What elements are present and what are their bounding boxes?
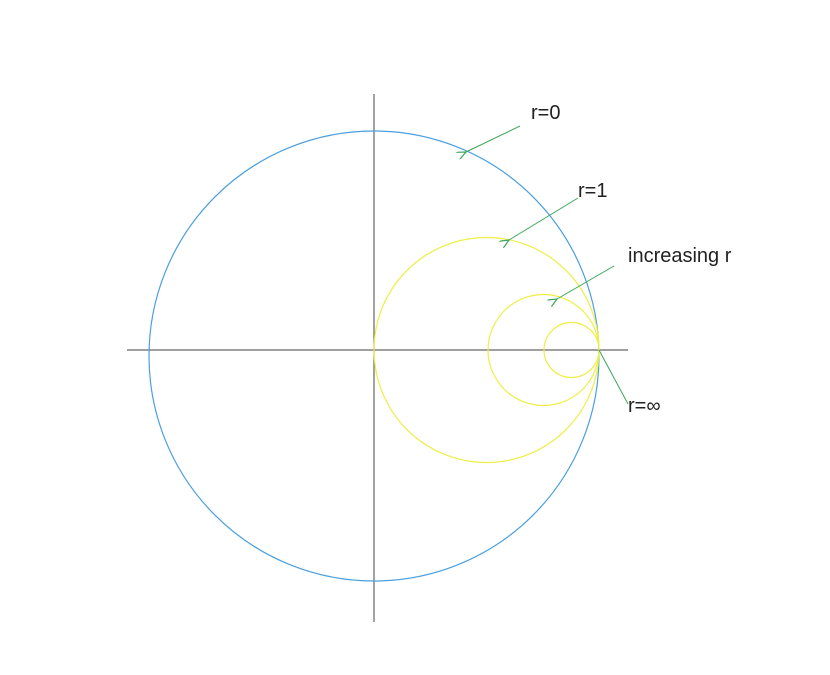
label-rinf: r=∞ <box>628 395 661 417</box>
pointer-r1 <box>509 197 579 240</box>
pointer-r0 <box>466 125 521 152</box>
pointer-rinf <box>598 349 629 405</box>
label-r0: r=0 <box>531 102 560 124</box>
label-increasing-r: increasing r <box>628 245 732 267</box>
pointer-increasing-r <box>557 265 615 299</box>
label-r1: r=1 <box>578 180 607 202</box>
